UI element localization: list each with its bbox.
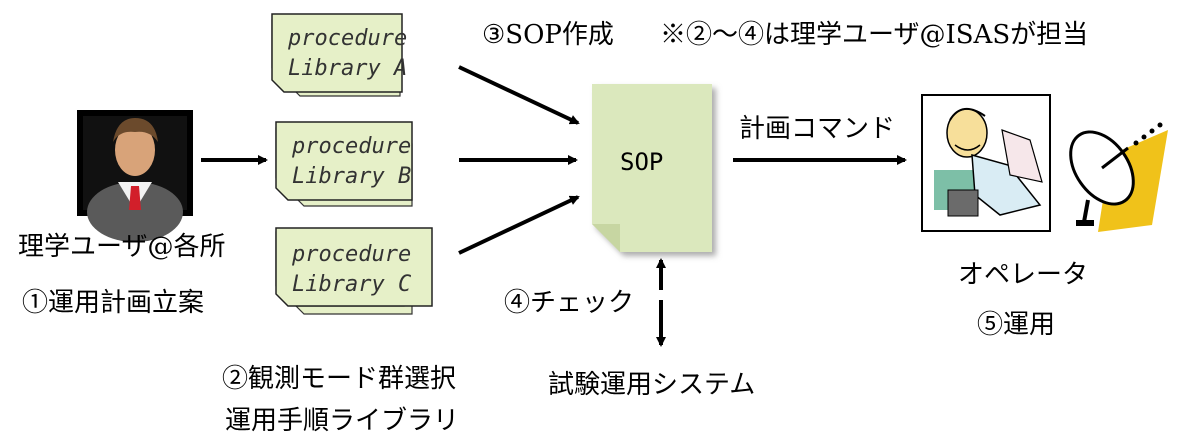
user-avatar-icon: [77, 110, 193, 242]
library-a-stack: [271, 13, 403, 97]
check-label: ④チェック: [504, 288, 635, 318]
library-a-line1: procedure: [288, 26, 408, 51]
library-b-line1: procedure: [292, 134, 412, 159]
library-caption-line2: 運用手順ライブラリ: [225, 406, 460, 436]
operator-icon: [921, 94, 1051, 232]
command-label: 計画コマンド: [739, 114, 896, 144]
library-caption-line1: ②観測モード群選択: [222, 364, 457, 394]
arrow-library-a-to-sop: [458, 65, 580, 125]
library-a-label: procedure Library A: [288, 24, 407, 84]
responsibility-note: ※②～④は理学ユーザ@ISASが担当: [660, 20, 1089, 50]
library-a-line2: Library A: [288, 56, 408, 81]
sop-box-label: SOP: [620, 148, 664, 176]
operator-label: オペレータ: [958, 260, 1089, 290]
library-c-line2: Library C: [292, 272, 412, 297]
user-step-label: ①運用計画立案: [22, 288, 205, 318]
user-label: 理学ユーザ@各所: [18, 232, 226, 262]
operator-step-label: ⑤運用: [977, 310, 1056, 340]
library-c-label: procedure Library C: [292, 240, 411, 300]
library-c-line1: procedure: [292, 242, 412, 267]
library-b-line2: Library B: [292, 164, 412, 189]
library-b-label: procedure Library B: [292, 132, 411, 192]
test-system-label: 試験運用システム: [548, 370, 756, 400]
library-b-stack: [275, 121, 413, 207]
sop-document: [592, 84, 712, 252]
library-c-stack: [275, 227, 433, 315]
arrow-library-c-to-sop: [458, 195, 580, 255]
sop-create-label: ③SOP作成: [482, 20, 614, 50]
antenna-icon: [1069, 122, 1168, 232]
